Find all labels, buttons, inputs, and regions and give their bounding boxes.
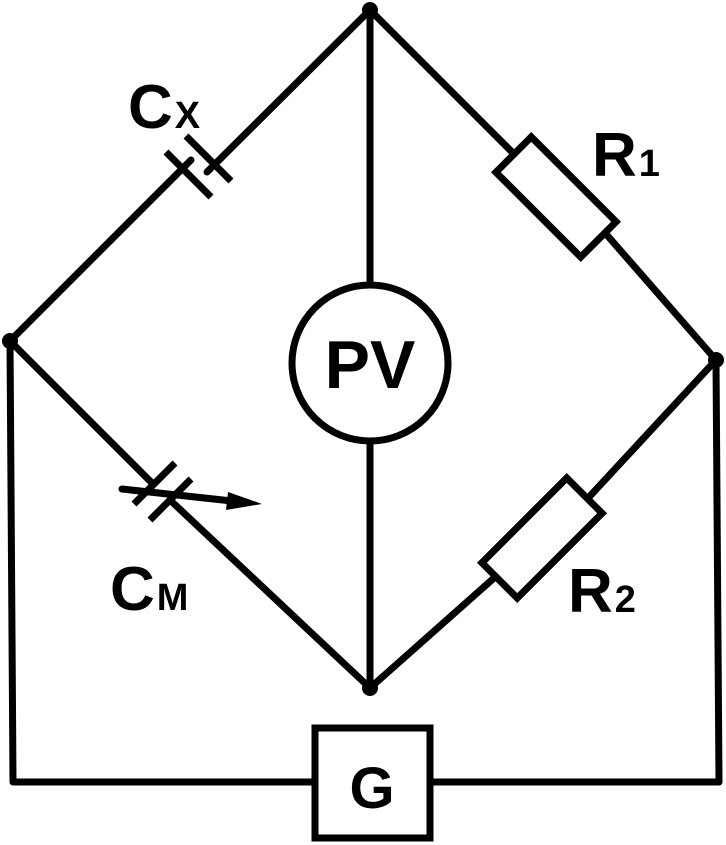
label-cm-main: C <box>110 555 155 624</box>
resistor-r2 <box>366 356 720 692</box>
junction-nodes <box>2 2 724 696</box>
capacitor-cx <box>6 6 374 345</box>
arrow-head-icon <box>226 492 262 510</box>
node-bottom <box>362 680 378 696</box>
label-cx-main: C <box>128 73 173 142</box>
node-left <box>2 333 18 349</box>
label-r2: R2 <box>568 557 636 626</box>
generator-loop: G <box>6 337 723 842</box>
label-r2-sub: 2 <box>615 579 636 621</box>
variable-capacitor-cm <box>6 337 374 692</box>
label-cx: CX <box>128 73 201 142</box>
voltmeter-label: PV <box>325 327 416 403</box>
resistor-r1 <box>366 6 720 364</box>
label-cm: CM <box>110 555 188 624</box>
label-cm-sub: M <box>157 577 189 619</box>
label-r1: R1 <box>592 121 660 190</box>
voltmeter: PV <box>288 281 452 445</box>
label-r1-sub: 1 <box>639 143 660 185</box>
node-top <box>362 2 378 18</box>
generator-box <box>311 724 434 842</box>
label-cx-sub: X <box>175 95 201 137</box>
node-right <box>708 352 724 368</box>
label-r1-main: R <box>592 121 637 190</box>
label-r2-main: R <box>568 557 613 626</box>
generator-label: G <box>349 756 394 821</box>
